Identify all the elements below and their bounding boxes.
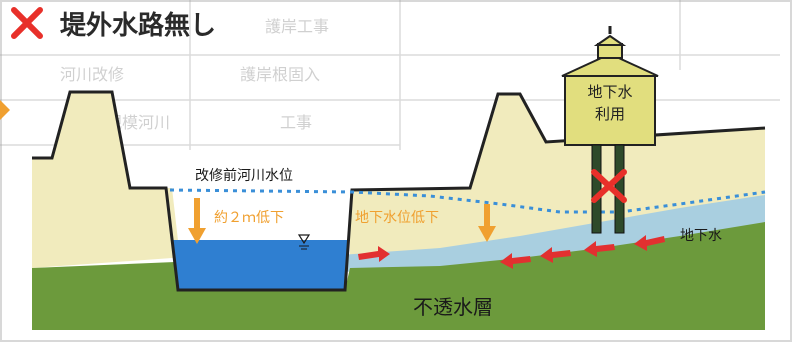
- facility-label-line1: 地下水: [587, 83, 632, 101]
- terrain-outline: [32, 90, 766, 292]
- drop-arrow-ground: [478, 204, 496, 242]
- aquifer-layer: [340, 195, 765, 272]
- river-water: [172, 240, 348, 290]
- left-bank-soil: [32, 92, 180, 268]
- groundwater-facility: 地下水 利用: [561, 26, 659, 146]
- faded-cell: 河川改修: [60, 65, 124, 84]
- drop-arrow-river: [188, 198, 206, 244]
- former-river-level-label: 改修前河川水位: [195, 167, 293, 184]
- groundwater-label: 地下水: [680, 228, 722, 244]
- faded-cell: 工事: [280, 113, 312, 132]
- diagram-title: 堤外水路無し: [60, 10, 216, 41]
- faded-cell: 護岸工事: [265, 17, 329, 36]
- title-mark-icon: [11, 7, 43, 39]
- well-block-x-icon: [591, 169, 627, 203]
- flow-arrows: [358, 235, 665, 269]
- flow-arrow-left: [634, 235, 665, 251]
- flow-arrow-left: [500, 253, 531, 269]
- flow-arrow-left: [540, 247, 571, 263]
- flow-arrow-right: [358, 246, 390, 262]
- impermeable-layer-label: 不透水層: [413, 295, 493, 319]
- groundwater-drop-label: 地下水位低下: [355, 210, 439, 226]
- facility-label-line2: 利用: [595, 105, 625, 123]
- impermeable-layer: [32, 222, 765, 330]
- faded-cell: 護岸根固入: [240, 65, 320, 84]
- drop-amount-label: 約２ｍ低下: [214, 210, 284, 226]
- side-marker-icon: [0, 100, 10, 120]
- flow-arrow-left: [584, 241, 615, 257]
- former-water-level-line: [169, 188, 766, 214]
- water-level-icon: [297, 234, 311, 250]
